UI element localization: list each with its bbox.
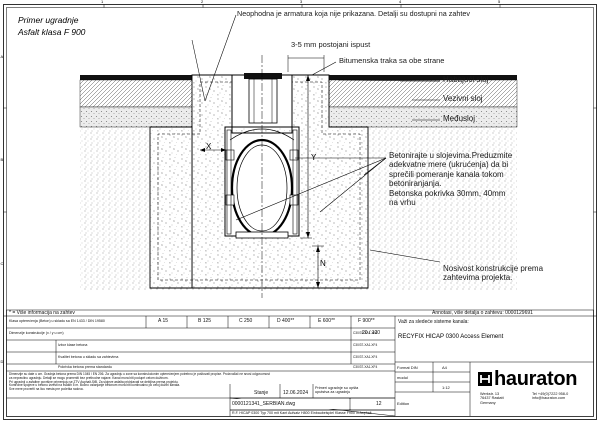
class-c250: C 250: [239, 318, 253, 324]
code-row-2: C30/37-XA1-XF4: [353, 343, 378, 347]
grid-number-4: 4: [399, 0, 402, 4]
grid-number-5: 5: [498, 0, 501, 4]
class-d400: D 400**: [277, 318, 295, 324]
hauraton-logo-mark: [478, 372, 492, 386]
product-intro: Važi za sledeće sisteme kanala:: [398, 319, 469, 325]
title-block-top-left: * = Više informacija na zahtev: [9, 310, 75, 316]
grid-letter-b: B: [0, 157, 4, 162]
title-block-top-right: Annotasi, više detalja o zahtevu: 000012…: [432, 310, 533, 316]
concrete-note: Betonirajte u slojevima.Preduzmite adekv…: [389, 151, 513, 208]
code-row-1: C30/37-XA1-XF4: [353, 331, 378, 335]
drawing-number: 0000121341_SERBIAN.dwg: [232, 401, 296, 407]
grid-letter-d: D: [0, 359, 4, 364]
gap-note: 3-5 mm postojani ispust: [291, 40, 371, 49]
scale-value: 1:12: [442, 385, 450, 390]
intermediate-layer-label: Međusloj: [443, 114, 476, 123]
bottom-line: R.F. HICAP 0300 Typ 700 mit Kant Aufsatz…: [232, 411, 372, 415]
leader-lines: [191, 14, 441, 263]
reinforcement-note: Neophodna je armatura koja nije prikazan…: [237, 9, 470, 18]
load-class-row-label: Klasa opterećenja (Beton) u skladu sa EN…: [9, 319, 105, 323]
company-address: Werkstr. 13 76437 Rastatt Germany: [480, 392, 504, 405]
dimensions-value: 20 / 120: [362, 330, 381, 336]
grid-letter-a: A: [0, 54, 4, 59]
left-row-2: Kvalitet betona u skladu sa zahtevima: [58, 355, 119, 359]
class-f900: F 900**: [358, 318, 375, 324]
status-label: Stanje: [254, 390, 269, 396]
grid-number-3: 3: [300, 0, 303, 4]
concrete-bed-left-haunch: [149, 126, 193, 289]
product-name: RECYFIX HICAP 0300 Access Element: [398, 334, 504, 340]
grid-letter-c: C: [0, 261, 4, 266]
dimension-x-label: X: [206, 142, 212, 151]
status-date: 12.06.2024: [283, 390, 309, 396]
channel-grate: [244, 73, 282, 79]
left-row-1: Izbor klase betona: [58, 343, 88, 347]
module-label: modul: [397, 375, 408, 380]
edition-label: Edition: [397, 401, 410, 406]
binding-layer-label: Vezivni sloj: [443, 94, 483, 103]
sheet-number: 12: [376, 401, 382, 407]
wearing-layer-label: Habajući sloj: [443, 75, 489, 84]
dimension-y-label: Y: [311, 153, 317, 162]
bitumen-note: Bitumenska traka sa obe strane: [339, 56, 445, 65]
grid-number-2: 2: [201, 0, 204, 4]
dimensions-row-label: Dimenzije konstrukcije (x / y u cm): [9, 331, 64, 335]
hauraton-logo: hauraton: [494, 368, 578, 390]
company-contact: Tel +49(0)7222 958-0 info@hauraton.com: [532, 392, 569, 401]
left-row-3: Pokrivka betona prema standardu: [58, 365, 112, 369]
footnotes: Dimenzije su date u cm. Gradnja betona p…: [9, 372, 270, 392]
code-row-3: C30/37-XA1-XF4: [353, 355, 378, 359]
code-row-4: C30/37-XA1-XF4: [353, 365, 378, 369]
class-b125: B 125: [198, 318, 212, 324]
channel-neck: [248, 78, 278, 124]
format-label: Format DIN: [397, 365, 418, 370]
dimension-n-label: N: [320, 259, 326, 268]
drawing-title-line-2: Asfalt klasa F 900: [18, 27, 86, 37]
drawing-title-line-1: Primer ugradnje: [18, 15, 79, 25]
reinforcement-outline: [157, 81, 361, 281]
class-e600: E 600**: [318, 318, 335, 324]
class-a15: A 15: [158, 318, 169, 324]
grid-number-1: 1: [101, 0, 104, 4]
note-mid: Primeri ugradnje su opšta uputstva za ug…: [315, 386, 359, 395]
bearing-note: Nosivost konstrukcije prema zahtevima pr…: [443, 264, 544, 283]
format-value: A4: [442, 365, 447, 370]
grid-ticks: [3, 4, 597, 317]
